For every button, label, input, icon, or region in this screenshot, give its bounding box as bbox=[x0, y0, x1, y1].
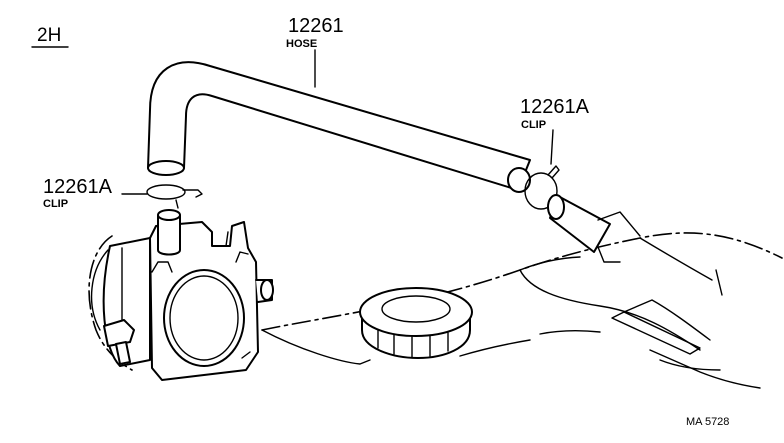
clip-icon bbox=[146, 184, 203, 200]
drawing-code: MA 5728 bbox=[686, 416, 729, 428]
clip-right-part-name: CLIP bbox=[521, 119, 546, 131]
cylinder-head-cover-icon bbox=[261, 232, 783, 389]
oil-filler-cap-icon bbox=[359, 287, 473, 359]
hose-part-name: HOSE bbox=[286, 38, 317, 50]
throttle-body-icon bbox=[88, 209, 274, 381]
clip-icon bbox=[524, 165, 560, 210]
clip-right-part-number: 12261A bbox=[520, 96, 590, 118]
hose-icon bbox=[147, 61, 531, 193]
clip-left-part-number: 12261A bbox=[43, 176, 113, 198]
section-label: 2H bbox=[31, 25, 69, 48]
hose-part-number: 12261 bbox=[288, 15, 344, 37]
callout-leaders bbox=[121, 49, 554, 209]
breather-pipe-icon bbox=[547, 194, 641, 253]
section-label-text: 2H bbox=[37, 25, 61, 46]
clip-left-part-name: CLIP bbox=[43, 198, 68, 210]
